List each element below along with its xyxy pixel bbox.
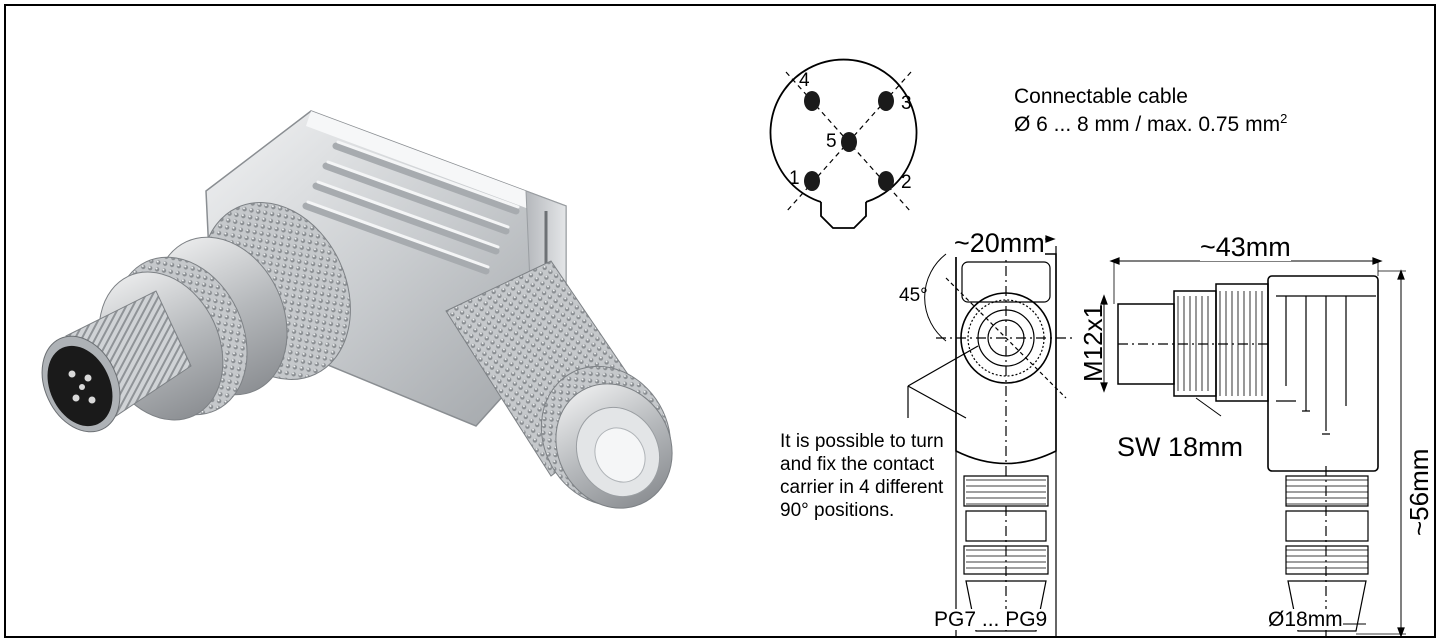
dim-wrench: SW 18mm [1117,432,1244,462]
rotation-note: It is possible to turn and fix the conta… [780,431,944,521]
technical-drawing [769,58,1406,636]
pin-label-1: 1 [789,168,800,189]
figure-frame: 4 3 5 1 2 Connectable cable Ø 6 ... 8 mm… [4,4,1436,638]
pin-label-4: 4 [799,70,810,91]
cable-gland [445,260,673,509]
cable-info-line1: Connectable cable [1014,85,1188,108]
male-thread [41,290,192,433]
dim-height: ~56mm [1404,448,1434,536]
superscript-two: 2 [1280,111,1288,126]
pin-label-2: 2 [901,172,912,193]
pins [804,91,894,191]
pin-5 [841,132,857,152]
pin-4 [804,91,820,111]
pin-label-3: 3 [901,93,912,114]
side-knurl [1177,291,1368,569]
dim-length-side: ~43mm [1200,232,1291,262]
pin-2 [878,171,894,191]
pin-1 [804,171,820,191]
connector-photo [41,110,673,509]
dim-cable-gland: PG7 ... PG9 [934,608,1048,631]
dim-diameter: Ø18mm [1268,608,1343,631]
dim-angle: 45° [899,285,928,306]
pin-label-5: 5 [826,131,837,152]
cable-info-line2: Ø 6 ... 8 mm / max. 0.75 mm2 [1014,111,1288,136]
dim-thread: M12x1 [1078,303,1108,382]
dim-width-front: ~20mm [954,228,1045,258]
front-knurl [966,479,1046,569]
side-view [1100,257,1406,636]
pin-3 [878,91,894,111]
